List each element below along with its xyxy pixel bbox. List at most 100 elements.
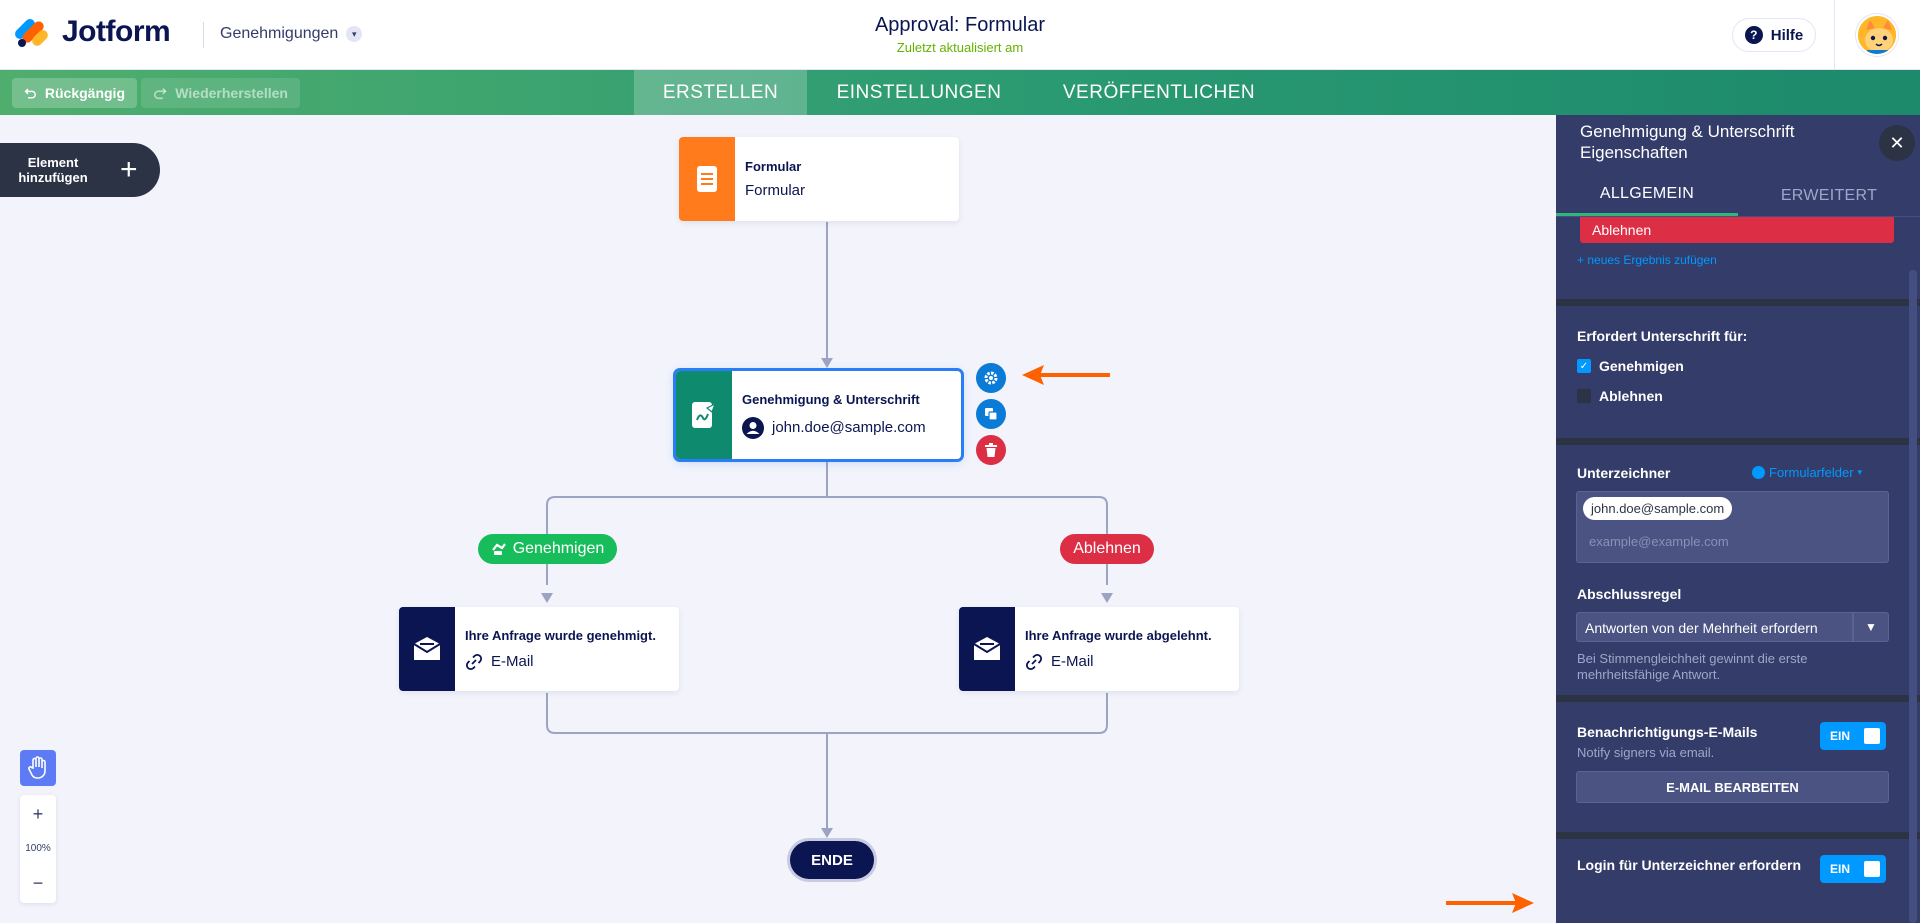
notification-toggle-label: EIN: [1830, 729, 1851, 743]
checkbox-empty: [1577, 389, 1591, 403]
email-approved-subtitle: E-Mail: [465, 653, 656, 671]
pan-tool-button[interactable]: [20, 750, 56, 786]
panel-scrollbar[interactable]: [1909, 270, 1917, 923]
workflow-connectors: [541, 222, 1113, 838]
check-icon: ✓: [1577, 359, 1591, 373]
tab-allgemein[interactable]: ALLGEMEIN: [1556, 175, 1738, 216]
top-bar: Jotform Genehmigungen ▾ Approval: Formul…: [0, 0, 1920, 70]
branch-approve-text: Genehmigen: [512, 540, 605, 557]
undo-label: Rückgängig: [44, 85, 125, 101]
signer-email-input[interactable]: john.doe@sample.com example@example.com: [1576, 491, 1889, 563]
tab-erstellen[interactable]: ERSTELLEN: [634, 70, 807, 115]
email-icon: [399, 607, 455, 691]
signature-option-reject-label: Ablehnen: [1599, 388, 1663, 404]
outcomes-section: Ablehnen + neues Ergebnis zufügen: [1556, 217, 1920, 299]
zoom-in-button[interactable]: +: [32, 804, 44, 825]
jotform-logo[interactable]: Jotform: [12, 15, 171, 49]
approval-signature-icon: [676, 371, 732, 459]
form-selector-label: Genehmigungen: [220, 25, 339, 42]
approval-signature-node[interactable]: Genehmigung & Unterschrift john.doe@samp…: [676, 371, 961, 459]
signers-section: Unterzeichner Formularfelder ▾ john.doe@…: [1556, 445, 1920, 695]
link-icon: [1025, 653, 1043, 670]
panel-scroll-area[interactable]: Ablehnen + neues Ergebnis zufügen Erford…: [1556, 217, 1920, 923]
node-settings-button[interactable]: [976, 363, 1006, 393]
link-icon: [465, 653, 483, 670]
redo-icon: [153, 87, 167, 100]
toggle-knob: [1864, 861, 1880, 877]
branch-approve-label[interactable]: Genehmigen: [478, 534, 617, 564]
builder-navbar: Rückgängig Wiederherstellen ERSTELLEN EI…: [0, 70, 1920, 115]
form-fields-icon: [1752, 466, 1765, 479]
header-divider-right: [1834, 0, 1835, 70]
panel-tabs: ALLGEMEIN ERWEITERT: [1556, 175, 1920, 217]
signature-option-reject[interactable]: Ablehnen: [1577, 388, 1663, 404]
workflow-canvas[interactable]: Element hinzufügen + Formular Formular G…: [0, 115, 1556, 923]
panel-title: Genehmigung & Unterschrift Eigenschaften: [1580, 122, 1795, 162]
notification-heading: Benachrichtigungs-E-Mails: [1577, 724, 1758, 740]
form-node[interactable]: Formular Formular: [679, 137, 959, 221]
dropdown-icon[interactable]: ▼: [1853, 612, 1889, 642]
login-required-heading: Login für Unterzeichner erfordern: [1577, 857, 1802, 873]
assignee-email: john.doe@sample.com: [772, 419, 926, 436]
notification-toggle[interactable]: EIN: [1820, 722, 1886, 750]
signature-option-approve-label: Genehmigen: [1599, 358, 1684, 374]
annotation-arrow-icon: [1446, 893, 1534, 913]
email-rejected-title: Ihre Anfrage wurde abgelehnt.: [1025, 627, 1212, 643]
notification-hint: Notify signers via email.: [1577, 745, 1715, 760]
form-selector-dropdown[interactable]: Genehmigungen ▾: [220, 25, 363, 43]
question-icon: ?: [1744, 26, 1763, 44]
add-element-label: Element hinzufügen: [18, 155, 88, 185]
approve-icon: [491, 543, 506, 555]
avatar[interactable]: [1856, 14, 1898, 56]
email-approved-type: E-Mail: [491, 653, 534, 670]
close-panel-button[interactable]: ✕: [1879, 125, 1915, 161]
signer-input-placeholder: example@example.com: [1589, 534, 1729, 549]
plus-icon: +: [120, 153, 138, 186]
approval-node-title: Genehmigung & Unterschrift: [742, 391, 920, 407]
add-element-button[interactable]: Element hinzufügen +: [0, 143, 160, 197]
chevron-down-icon: ▾: [1857, 467, 1863, 477]
tab-erweitert[interactable]: ERWEITERT: [1780, 186, 1878, 204]
signature-option-approve[interactable]: ✓ Genehmigen: [1577, 358, 1684, 374]
undo-icon: [24, 88, 36, 99]
chevron-down-icon: ▾: [346, 26, 363, 42]
node-duplicate-button[interactable]: [976, 399, 1006, 429]
email-rejected-node[interactable]: Ihre Anfrage wurde abgelehnt. E-Mail: [959, 607, 1239, 691]
login-required-section: Login für Unterzeichner erfordern EIN: [1556, 839, 1920, 923]
completion-rule-hint: Bei Stimmengleichheit gewinnt die erste …: [1577, 651, 1808, 682]
end-node[interactable]: ENDE: [790, 841, 874, 879]
logo-text: Jotform: [62, 15, 171, 48]
help-button[interactable]: ? Hilfe: [1732, 18, 1816, 52]
outcome-reject-field[interactable]: Ablehnen: [1580, 217, 1894, 243]
form-icon: [679, 137, 735, 221]
zoom-level: 100%: [25, 843, 51, 855]
last-updated-text: Zuletzt aktualisiert am: [896, 40, 1024, 55]
email-approved-node[interactable]: Ihre Anfrage wurde genehmigt. E-Mail: [399, 607, 679, 691]
toggle-knob: [1864, 728, 1880, 744]
tab-einstellungen[interactable]: EINSTELLUNGEN: [836, 81, 1002, 103]
node-delete-button[interactable]: [976, 435, 1006, 465]
redo-button[interactable]: Wiederherstellen: [141, 78, 300, 108]
page-title[interactable]: Approval: Formular: [874, 14, 1046, 36]
gear-icon: [984, 371, 998, 385]
completion-rule-heading: Abschlussregel: [1577, 586, 1682, 602]
edit-email-button[interactable]: E-MAIL BEARBEITEN: [1576, 771, 1889, 803]
title-block: Approval: Formular Zuletzt aktualisiert …: [760, 14, 1160, 55]
zoom-out-button[interactable]: −: [32, 872, 44, 893]
properties-panel: Genehmigung & Unterschrift Eigenschaften…: [1556, 115, 1920, 923]
login-required-toggle[interactable]: EIN: [1820, 855, 1886, 883]
email-approved-title: Ihre Anfrage wurde genehmigt.: [465, 627, 656, 643]
form-fields-dropdown[interactable]: Formularfelder ▾: [1752, 465, 1862, 480]
branch-reject-label[interactable]: Ablehnen: [1060, 534, 1154, 564]
approval-node-assignee: john.doe@sample.com: [742, 416, 926, 439]
email-rejected-type: E-Mail: [1051, 653, 1094, 670]
signer-tag[interactable]: john.doe@sample.com: [1583, 497, 1733, 520]
avatar-cat-icon: [1858, 16, 1896, 54]
tab-veroeffentlichen[interactable]: VERÖFFENTLICHEN: [1062, 81, 1256, 103]
add-outcome-link[interactable]: + neues Ergebnis zufügen: [1577, 253, 1717, 267]
undo-button[interactable]: Rückgängig: [12, 78, 137, 108]
header-divider: [203, 22, 204, 48]
redo-label: Wiederherstellen: [175, 85, 288, 101]
completion-rule-select[interactable]: Antworten von der Mehrheit erfordern: [1576, 612, 1853, 642]
signature-heading: Erfordert Unterschrift für:: [1577, 328, 1748, 344]
